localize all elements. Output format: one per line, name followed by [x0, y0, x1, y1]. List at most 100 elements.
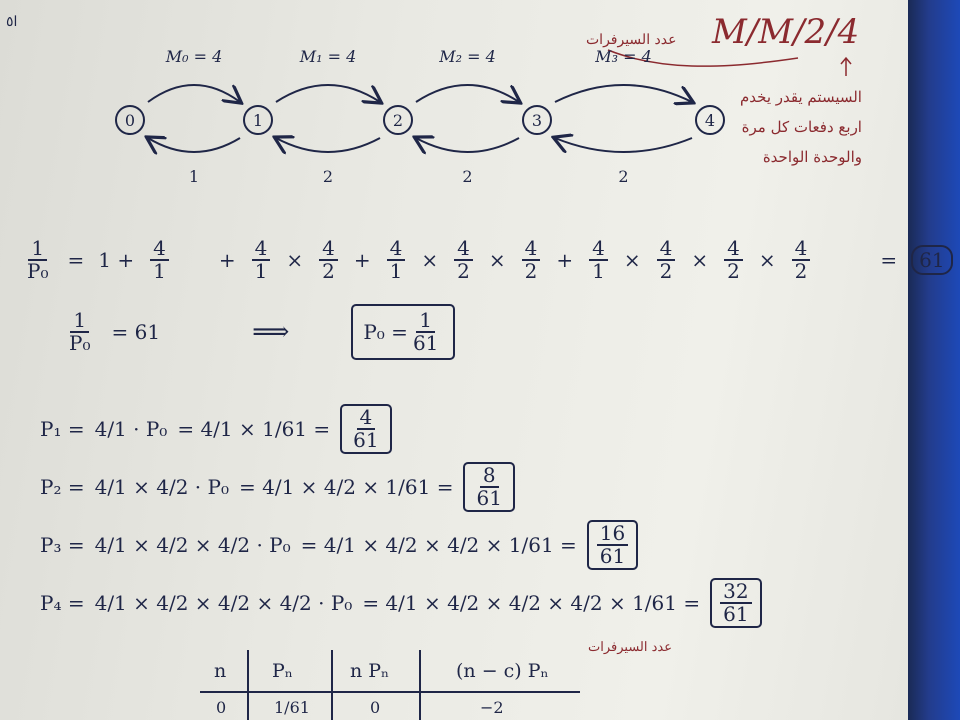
t1-den: 1: [153, 259, 166, 283]
model-notation: M/M/2/4: [712, 12, 860, 52]
row0-pn: 1/61: [274, 698, 310, 717]
service-arrow-1: [276, 138, 381, 152]
p4-label: P₄ =: [40, 591, 85, 615]
arrival-arrow-2: [415, 84, 519, 102]
t1-num: 4: [150, 238, 169, 261]
p1-num: 4: [356, 407, 376, 430]
service-rate-label-0: 1: [189, 167, 199, 186]
servers-annotation: عدد السيرفرات: [586, 32, 677, 48]
col-npn-header: n Pₙ: [350, 660, 390, 682]
annotation-arrows: [607, 49, 852, 76]
p3-label: P₃ =: [40, 533, 85, 557]
p2-label: P₂ =: [40, 475, 85, 499]
state-label-1: 1: [253, 111, 263, 130]
service-arrow-2: [416, 138, 520, 152]
paper-sheet: [0, 0, 908, 720]
service-arrow-3: [555, 138, 693, 152]
p0-label: P₀ =: [363, 320, 408, 344]
row0-n: 0: [216, 698, 227, 717]
p0-lhs-num: 1: [70, 310, 90, 333]
prob-row-4: P₄ = 4/1 × 4/2 × 4/2 × 4/2 · P₀ = 4/1 × …: [40, 574, 762, 632]
service-rate-label-2: 2: [462, 167, 472, 186]
queue-table: n Pₙ n Pₙ (n − c) Pₙ 0 1/61 0 −2: [200, 650, 580, 720]
state-label-2: 2: [393, 111, 403, 130]
col-nc-pn-header: (n − c) Pₙ: [456, 660, 549, 682]
equals-sign-2: =: [880, 248, 898, 272]
plus-3: +: [556, 248, 574, 272]
arrival-arrow-3: [554, 84, 692, 102]
table-grid-lines: [200, 650, 580, 720]
arrival-rate-label-3: M₃ = 4: [594, 47, 652, 66]
result-box: 61: [911, 245, 953, 275]
p1-label: P₁ =: [40, 417, 85, 441]
arrival-arrow-0: [147, 84, 240, 102]
state-circle-1: [243, 105, 273, 135]
service-arrow-0: [148, 138, 241, 152]
p1-expr: 4/1 · P₀: [94, 417, 168, 441]
capacity-note-line3: والوحدة الواحدة: [762, 148, 862, 166]
state-label-3: 3: [532, 111, 542, 130]
term-one: 1 +: [98, 248, 135, 272]
state-circle-0: [115, 105, 145, 135]
arrival-rate-label-0: M₀ = 4: [165, 47, 223, 66]
p1-eval: = 4/1 × 1/61 =: [177, 417, 331, 441]
p0-den: 61: [412, 331, 439, 355]
implies-arrow: ⟹: [252, 317, 290, 347]
prob-row-2: P₂ = 4/1 × 4/2 · P₀ = 4/1 × 4/2 × 1/61 =…: [40, 458, 762, 516]
p2-eval: = 4/1 × 4/2 × 1/61 =: [239, 475, 454, 499]
desk-background: [908, 0, 960, 720]
col-n-header: n: [214, 660, 227, 682]
arrival-arrow-1: [275, 84, 380, 102]
arrival-rate-label-2: M₂ = 4: [438, 47, 496, 66]
plus-2: +: [353, 248, 371, 272]
state-label-4: 4: [705, 111, 715, 130]
row0-npn: 0: [370, 698, 381, 717]
table-servers-annotation: عدد السيرفرات: [588, 640, 673, 655]
p3-num: 16: [596, 523, 629, 546]
p3-den: 61: [599, 544, 626, 568]
p4-num: 32: [720, 581, 752, 604]
corner-mark: ا٥: [6, 14, 18, 30]
state-label-0: 0: [125, 111, 135, 130]
state-circle-4: [695, 105, 725, 135]
capacity-note: السيستم يقدر يخدم اربع دفعات كل مرة والو…: [740, 82, 862, 172]
p4-den: 61: [723, 602, 749, 626]
p2-num: 8: [479, 465, 499, 488]
lhs-num: 1: [28, 238, 48, 261]
row0-nc-pn: −2: [480, 698, 504, 717]
p2-expr: 4/1 × 4/2 · P₀: [94, 475, 229, 499]
arrival-rate-label-1: M₁ = 4: [299, 47, 357, 66]
equals-sign: =: [67, 248, 85, 272]
capacity-note-line1: السيستم يقدر يخدم: [740, 88, 862, 106]
prob-row-3: P₃ = 4/1 × 4/2 × 4/2 · P₀ = 4/1 × 4/2 × …: [40, 516, 762, 574]
capacity-note-line2: اربع دفعات كل مرة: [741, 118, 862, 136]
lhs-den: P₀: [27, 259, 49, 283]
p4-expr: 4/1 × 4/2 × 4/2 × 4/2 · P₀: [94, 591, 353, 615]
p3-expr: 4/1 × 4/2 × 4/2 · P₀: [94, 533, 291, 557]
p0-num: 1: [416, 310, 436, 333]
p1-den: 61: [353, 428, 379, 452]
p2-den: 61: [476, 486, 502, 510]
p4-eval: = 4/1 × 4/2 × 4/2 × 4/2 × 1/61 =: [362, 591, 701, 615]
